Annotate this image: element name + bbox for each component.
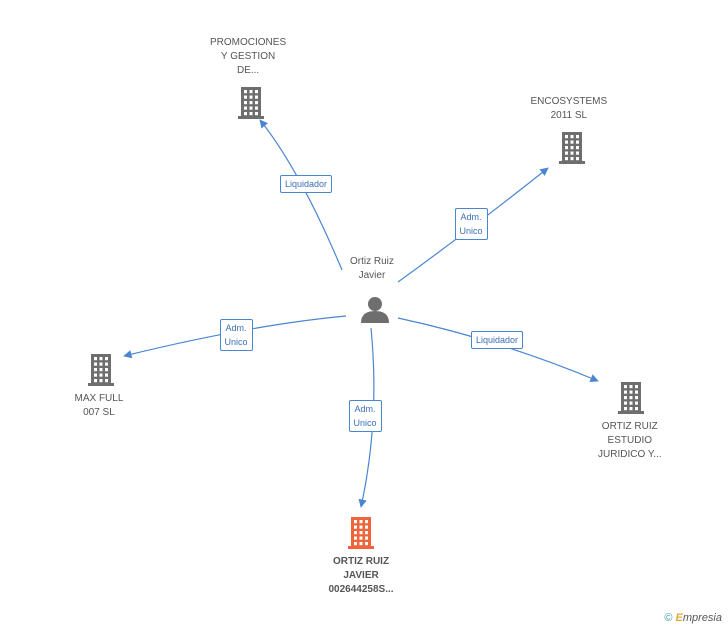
copyright-icon: © bbox=[664, 612, 673, 624]
edge-label-javier-sl[interactable]: Adm.Unico bbox=[348, 400, 382, 432]
building-icon[interactable] bbox=[88, 354, 114, 386]
edge-promociones bbox=[259, 119, 343, 271]
edge-label-encosystems[interactable]: Adm.Unico bbox=[454, 208, 488, 240]
building-icon[interactable] bbox=[618, 382, 644, 414]
empresia-logo[interactable]: Empresia bbox=[675, 612, 722, 624]
edge-label-promociones[interactable]: Liquidador bbox=[280, 175, 333, 193]
edge-label-maxfull[interactable]: Adm.Unico bbox=[219, 319, 253, 351]
building-icon[interactable] bbox=[238, 87, 264, 119]
edge-label-estudio[interactable]: Liquidador bbox=[471, 331, 524, 349]
person-icon[interactable] bbox=[361, 297, 389, 323]
copyright-notice: © Empresia bbox=[664, 612, 722, 624]
edge-estudio bbox=[397, 317, 599, 382]
building-icon[interactable] bbox=[559, 132, 585, 164]
building-icon[interactable] bbox=[348, 517, 374, 549]
